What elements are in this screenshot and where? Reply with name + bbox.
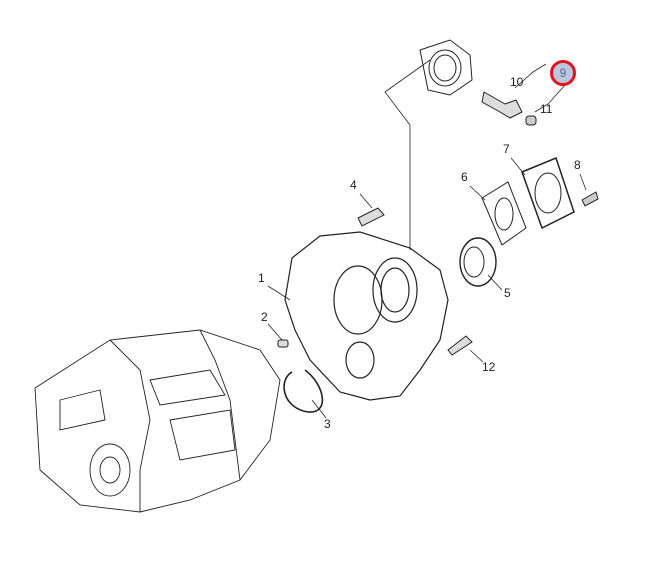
- callout-1[interactable]: 1: [258, 271, 265, 285]
- callout-12[interactable]: 12: [482, 360, 496, 374]
- callout-8[interactable]: 8: [574, 158, 581, 172]
- callout-4[interactable]: 4: [350, 178, 357, 192]
- pin-and-ring-parts: [277, 339, 324, 413]
- callout-6[interactable]: 6: [461, 170, 468, 184]
- transmission-housing-part: [284, 231, 449, 401]
- callout-9-selected[interactable]: 9: [550, 60, 576, 86]
- callout-5[interactable]: 5: [504, 286, 511, 300]
- flange-cover-part: [419, 39, 473, 96]
- gearbox-assembly: [34, 329, 281, 513]
- callout-10[interactable]: 10: [510, 75, 524, 89]
- gasket-parts: [481, 157, 599, 246]
- seal-part: [459, 237, 497, 287]
- callout-7[interactable]: 7: [503, 142, 510, 156]
- callout-3[interactable]: 3: [324, 417, 331, 431]
- bolt-parts: [357, 207, 473, 356]
- sensor-part: [481, 91, 537, 126]
- callout-2[interactable]: 2: [261, 310, 268, 324]
- callout-11[interactable]: 11: [540, 102, 553, 116]
